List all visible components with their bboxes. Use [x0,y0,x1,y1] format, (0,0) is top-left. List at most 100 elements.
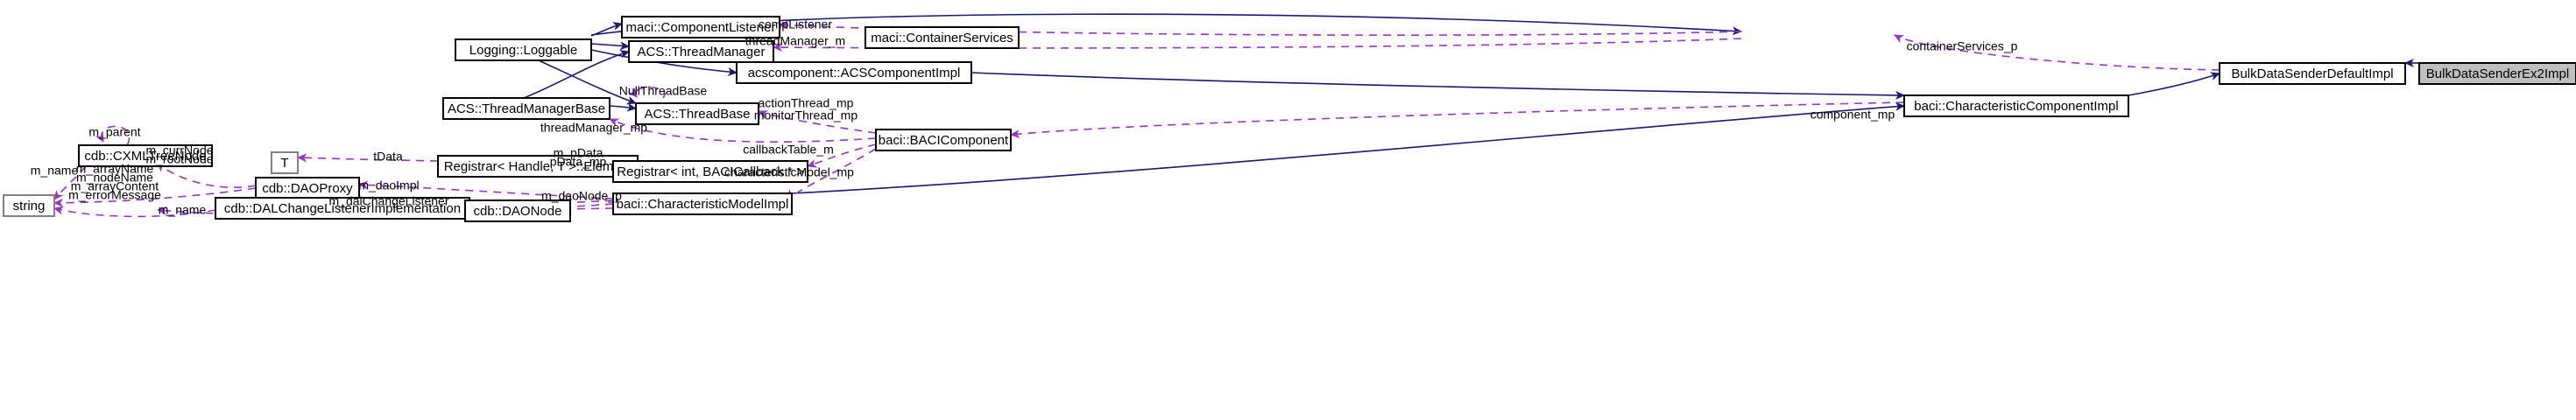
edge-label-m_pdata_lbl1: m_pData [554,146,603,160]
node-box-tparam[interactable] [271,151,299,174]
node-box-string[interactable] [3,194,55,217]
node-box-bacicomponent[interactable] [875,129,1012,151]
edge-acscomponent-to-loggable [590,49,738,77]
edge-label-m_daonode_lbl: m_daoNode_p [541,189,622,203]
node-string[interactable]: string [3,194,55,217]
node-box-daonode[interactable] [464,200,571,222]
node-threadbase[interactable]: ACS::ThreadBase [635,102,759,125]
edge-threadmanagermp-usage [609,118,877,144]
edge-daoproxy-to-string [53,187,257,207]
node-dalchangelistener[interactable]: cdb::DALChangeListenerImplementation [215,197,470,220]
node-box-registrarcb[interactable] [612,160,808,183]
edge-cxml-to-string [53,165,87,200]
edge-daonode-usage [550,200,614,210]
edge-component-mp-usage [1010,102,1905,139]
edge-label-m_arrayname_lbl3: m_arrayContent [71,179,159,193]
edge-label-m_currnode_lbl1: m_currNode [145,144,213,158]
node-label-tparam: T [280,156,288,171]
edge-label-m_name_lbl1: m_name [31,164,79,178]
node-charcompimpl[interactable]: baci::CharacteristicComponentImpl [1903,94,2129,117]
edge-label-m_daoimpl_lbl: m_daoImpl [358,178,419,192]
node-label-threadmanager: ACS::ThreadManager [638,45,766,60]
edge-label-callbacktable_lbl: callbackTable_m [743,143,834,157]
edge-label-charmodel_lbl: characteristicModel_mp [724,165,854,179]
node-label-cxmltreenode: cdb::CXMLTreeNode [84,149,206,164]
node-bulkex2[interactable]: BulkDataSenderEx2Impl [2418,62,2576,85]
edge-containerservices-usage [1894,34,2220,71]
node-box-acscomponent[interactable] [736,61,972,84]
edge-dalchange-to-string [53,206,216,218]
node-box-dalchangelistener[interactable] [215,197,470,220]
edge-label-m_arrayname_lbl1: m_arrayName [76,162,154,176]
node-box-charmodelimpl[interactable] [612,192,793,215]
edge-threadmanager-usage [773,38,1742,52]
node-box-registrarelem[interactable] [437,155,639,178]
node-label-string: string [13,199,46,214]
node-label-daonode: cdb::DAONode [474,204,562,219]
edge-charmodel-usage [782,148,877,200]
node-containerservices[interactable]: maci::ContainerServices [865,26,1020,49]
node-registrarelem[interactable]: Registrar< Handle, T >::Element [437,155,639,178]
node-label-bulkex2: BulkDataSenderEx2Impl [2426,66,2569,81]
node-label-dalchangelistener: cdb::DALChangeListenerImplementation [224,201,461,216]
edge-label-actionthread_lbl1: actionThread_mp [759,96,854,110]
node-complistener[interactable]: maci::ComponentListener [621,16,780,38]
edge-label-actionthread_lbl2: monitorThread_mp [754,108,857,122]
edge-label-nullthreadbase_lbl: NullThreadBase [619,84,708,98]
edge-label-threadmanagermp_lbl: threadManager_mp [540,121,647,135]
node-daonode[interactable]: cdb::DAONode [464,200,571,222]
edge-label-m_parent_lbl: m_parent [88,125,140,139]
node-label-complistener: maci::ComponentListener [626,20,776,35]
node-box-daoproxy[interactable] [255,177,360,200]
node-acscomponent[interactable]: acscomponent::ACSComponentImpl [736,61,972,84]
edge-label-m_currnode_lbl2: m_rootNode [145,152,213,166]
node-box-bulkdefault[interactable] [2219,62,2406,85]
node-bulkdefault[interactable]: BulkDataSenderDefaultImpl [2219,62,2406,85]
node-cxmltreenode[interactable]: cdb::CXMLTreeNode [78,144,213,167]
usage-edges [53,20,2220,218]
edge-actionthread-usage [758,110,877,134]
node-label-registrarcb: Registrar< int, BACICallback * > [617,164,804,179]
node-label-threadbase: ACS::ThreadBase [645,107,751,122]
edge-cxml-self-parent [95,125,131,146]
edge-label-m_arrayname_lbl2: m_nodeName [76,171,153,185]
node-tparam[interactable]: T [271,151,299,174]
node-box-threadmanager[interactable] [628,40,774,63]
edge-threadbase-self-null [627,87,666,99]
edge-threadmanager-to-threadmgrbase [523,49,630,99]
node-box-cxmltreenode[interactable] [78,144,213,167]
node-box-loggable[interactable] [455,38,592,61]
node-bacicomponent[interactable]: baci::BACIComponent [875,129,1012,151]
node-loggable[interactable]: Logging::Loggable [455,38,592,61]
edge-charcompimpl-to-acscomponent [970,72,1905,100]
node-box-threadmgrbase[interactable] [442,97,610,120]
edge-bulkdefault-to-charcompimpl [2128,72,2220,96]
node-registrarcb[interactable]: Registrar< int, BACICallback * > [612,160,808,183]
edge-threadmanager-to-loggable [590,41,630,51]
node-threadmanager[interactable]: ACS::ThreadManager [628,40,774,63]
node-box-threadbase[interactable] [635,102,759,125]
node-threadmgrbase[interactable]: ACS::ThreadManagerBase [442,97,610,120]
node-label-daoproxy: cdb::DAOProxy [262,181,353,196]
node-charmodelimpl[interactable]: baci::CharacteristicModelImpl [612,192,793,215]
edge-callbacktable-usage [807,144,877,168]
edge-label-m_name_lbl2: m_name [159,203,207,217]
node-box-charcompimpl[interactable] [1903,94,2129,117]
node-daoproxy[interactable]: cdb::DAOProxy [255,177,360,200]
node-label-threadmgrbase: ACS::ThreadManagerBase [448,102,605,116]
edge-label-m_pdata_lbl2: pData_mp [550,155,607,169]
edge-label-containerservices_lbl: containerServices_p [1907,39,2018,53]
node-box-containerservices[interactable] [865,26,1020,49]
node-label-registrarelem: Registrar< Handle, T >::Element [444,159,632,174]
node-label-acscomponent: acscomponent::ACSComponentImpl [748,66,961,80]
nodes-layer: Logging::Loggable maci::ComponentListener… [3,16,2576,222]
node-box-bulkex2[interactable] [2418,62,2576,85]
node-box-complistener[interactable] [621,16,780,38]
edge-label-m_dalchange_lbl: m_dalChangeListener [329,194,449,208]
edge-label-threadmanager_lbl: threadManager_m [745,34,845,48]
node-label-bulkdefault: BulkDataSenderDefaultImpl [2231,66,2393,81]
edge-daoproxy-to-cxml [157,162,257,188]
